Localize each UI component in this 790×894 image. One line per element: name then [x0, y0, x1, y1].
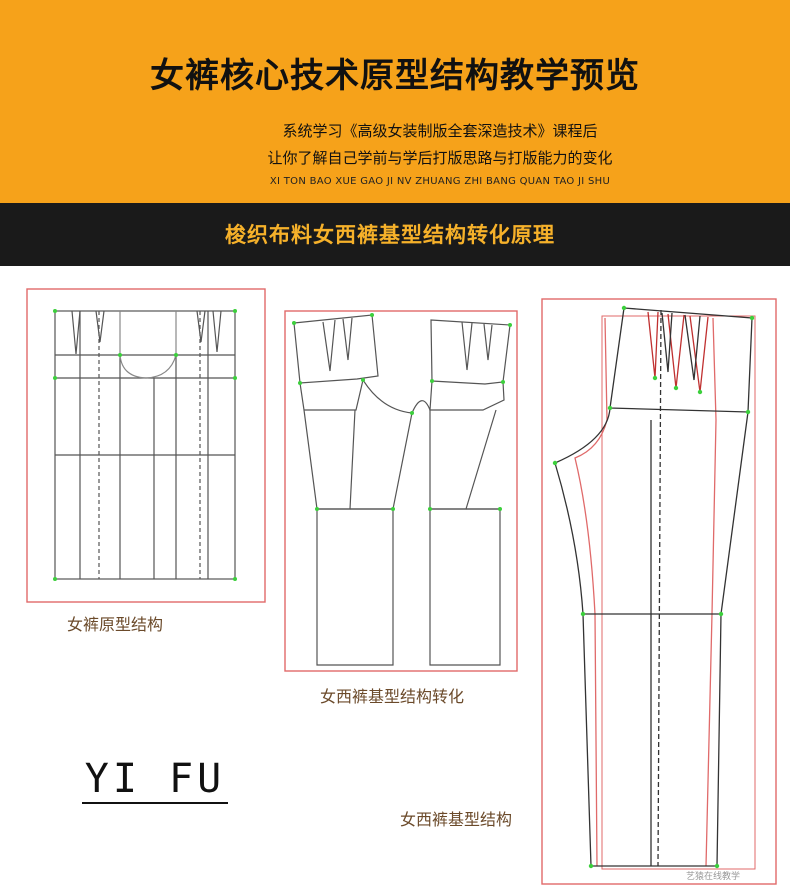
watermark: 艺猿在线教学	[686, 872, 741, 882]
prototype-pattern-diagram	[26, 288, 266, 603]
section-title: 梭织布料女西裤基型结构转化原理	[225, 223, 555, 247]
subtitle-line-2: 让你了解自己学前与学后打版思路与打版能力的变化	[267, 149, 613, 167]
base-caption: 女西裤基型结构	[400, 810, 513, 829]
yifu-logo: YI FU	[82, 756, 228, 804]
base-pattern-diagram	[541, 298, 777, 885]
transform-pattern-diagram	[284, 310, 518, 672]
pinyin-line: XI TON BAO XUE GAO JI NV ZHUANG ZHI BANG…	[269, 176, 611, 187]
prototype-caption: 女裤原型结构	[67, 615, 164, 634]
transform-caption: 女西裤基型结构转化	[320, 687, 465, 706]
header-banner	[0, 0, 790, 203]
subtitle-line-1: 系统学习《高级女装制版全套深造技术》课程后	[282, 122, 598, 140]
section-band	[0, 203, 790, 266]
page-title: 女裤核心技术原型结构教学预览	[150, 56, 640, 96]
